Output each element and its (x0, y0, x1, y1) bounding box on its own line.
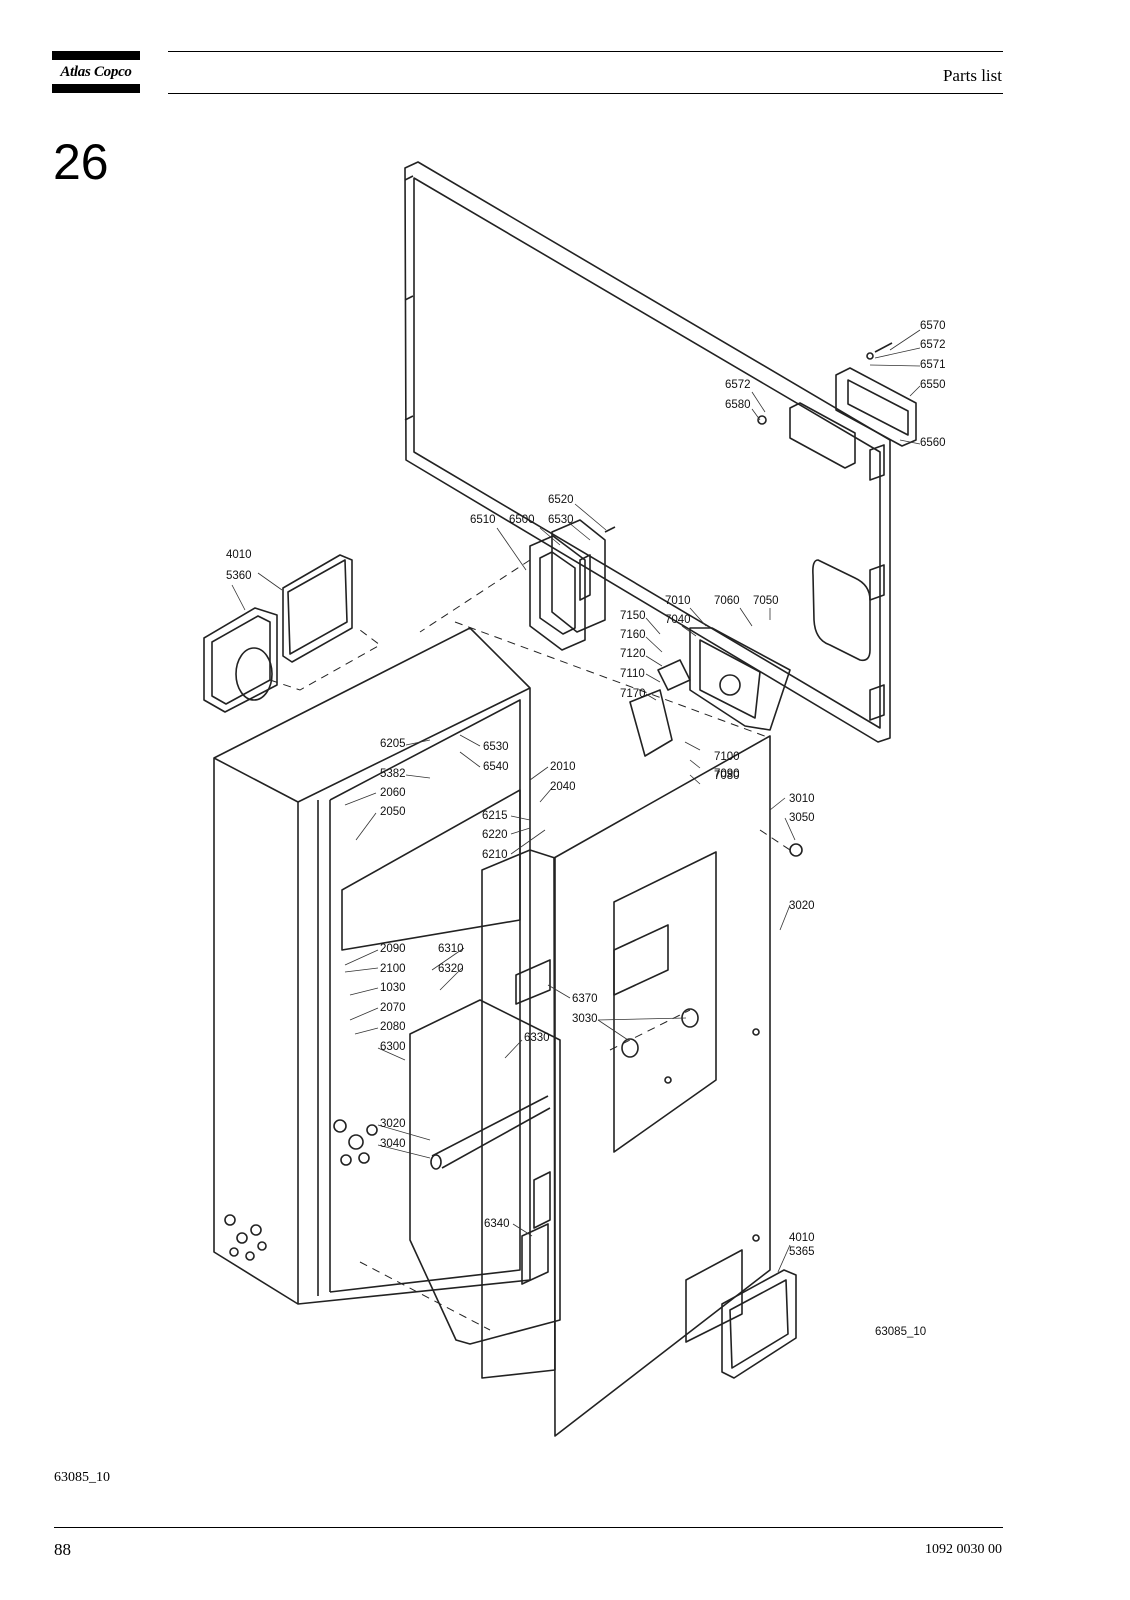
callout-label: 6370 (572, 993, 598, 1005)
section-number: 26 (53, 134, 109, 190)
callout-label: 7150 (620, 610, 646, 622)
callout-label: 6540 (483, 761, 509, 773)
callout-label: 7010 (665, 595, 691, 607)
callout-label: 7120 (620, 648, 646, 660)
callout-label: 2040 (550, 781, 576, 793)
header-rule-top (168, 51, 1003, 52)
callout-label: 7050 (753, 595, 779, 607)
callout-label: 6340 (484, 1218, 510, 1230)
callout-label: 5360 (226, 570, 252, 582)
callout-label: 6220 (482, 829, 508, 841)
callout-label: 6572 (725, 379, 751, 391)
page-number: 88 (54, 1540, 71, 1559)
callout-label: 6215 (482, 810, 508, 822)
callout-label: 6571 (920, 359, 946, 371)
callout-label: 6530 (548, 514, 574, 526)
callout-labels: 6570 6572 6571 6550 6572 6580 6560 6520 … (226, 320, 946, 1338)
drawing-reference: 63085_10 (875, 1326, 926, 1338)
callout-label: 2060 (380, 787, 406, 799)
callout-label: 3040 (380, 1138, 406, 1150)
callout-label: 7040 (665, 614, 691, 626)
callout-label: 5382 (380, 768, 406, 780)
callout-label: 6550 (920, 379, 946, 391)
atlas-copco-logo: Atlas Copco (52, 51, 140, 93)
callout-label: 2050 (380, 806, 406, 818)
callout-label: 6572 (920, 339, 946, 351)
callout-label: 6570 (920, 320, 946, 332)
callout-label: 4010 (226, 549, 252, 561)
logo-bar-top (52, 51, 140, 60)
callout-label: 6520 (548, 494, 574, 506)
page-title: Parts list (942, 66, 1002, 85)
callout-label: 6300 (380, 1041, 406, 1053)
logo-bar-bottom (52, 84, 140, 93)
callout-label: 2080 (380, 1021, 406, 1033)
callout-label: 6320 (438, 963, 464, 975)
callout-label: 7160 (620, 629, 646, 641)
callout-label: 1030 (380, 982, 406, 994)
callout-label: 7170 (620, 688, 646, 700)
callout-label: 3020 (789, 900, 815, 912)
callout-label: 7080 (714, 770, 740, 782)
callout-label: 4010 (789, 1232, 815, 1244)
callout-label: 2090 (380, 943, 406, 955)
callout-label: 3020 (380, 1118, 406, 1130)
callout-label: 7100 (714, 751, 740, 763)
callout-label: 7090 (714, 768, 740, 780)
logo-wordmark: Atlas Copco (60, 64, 132, 80)
callout-label: 6560 (920, 437, 946, 449)
callout-label: 6210 (482, 849, 508, 861)
callout-label: 3030 (572, 1013, 598, 1025)
figure-caption: 63085_10 (54, 1470, 110, 1485)
callout-label: 3010 (789, 793, 815, 805)
footer-rule (54, 1527, 1003, 1528)
header-rule-bottom (168, 93, 1003, 94)
callout-label: 6500 (509, 514, 535, 526)
callout-label: 6330 (524, 1032, 550, 1044)
assembly-lines (269, 559, 791, 1331)
callout-label: 6205 (380, 738, 406, 750)
callout-label: 2010 (550, 761, 576, 773)
callout-label: 6580 (725, 399, 751, 411)
leader-lines (231, 329, 921, 1273)
exploded-parts-drawing: 6570 6572 6571 6550 6572 6580 6560 6520 … (200, 155, 960, 1485)
callout-label: 2100 (380, 963, 406, 975)
callout-label: 6310 (438, 943, 464, 955)
callout-label: 5365 (789, 1246, 815, 1258)
callout-label: 6510 (470, 514, 496, 526)
callout-label: 2070 (380, 1002, 406, 1014)
drawing-svg: 6570 6572 6571 6550 6572 6580 6560 6520 … (203, 161, 946, 1437)
document-number: 1092 0030 00 (925, 1542, 1002, 1557)
callout-label: 6530 (483, 741, 509, 753)
callout-label: 3050 (789, 812, 815, 824)
callout-label: 7110 (620, 668, 645, 680)
callout-label: 7060 (714, 595, 740, 607)
